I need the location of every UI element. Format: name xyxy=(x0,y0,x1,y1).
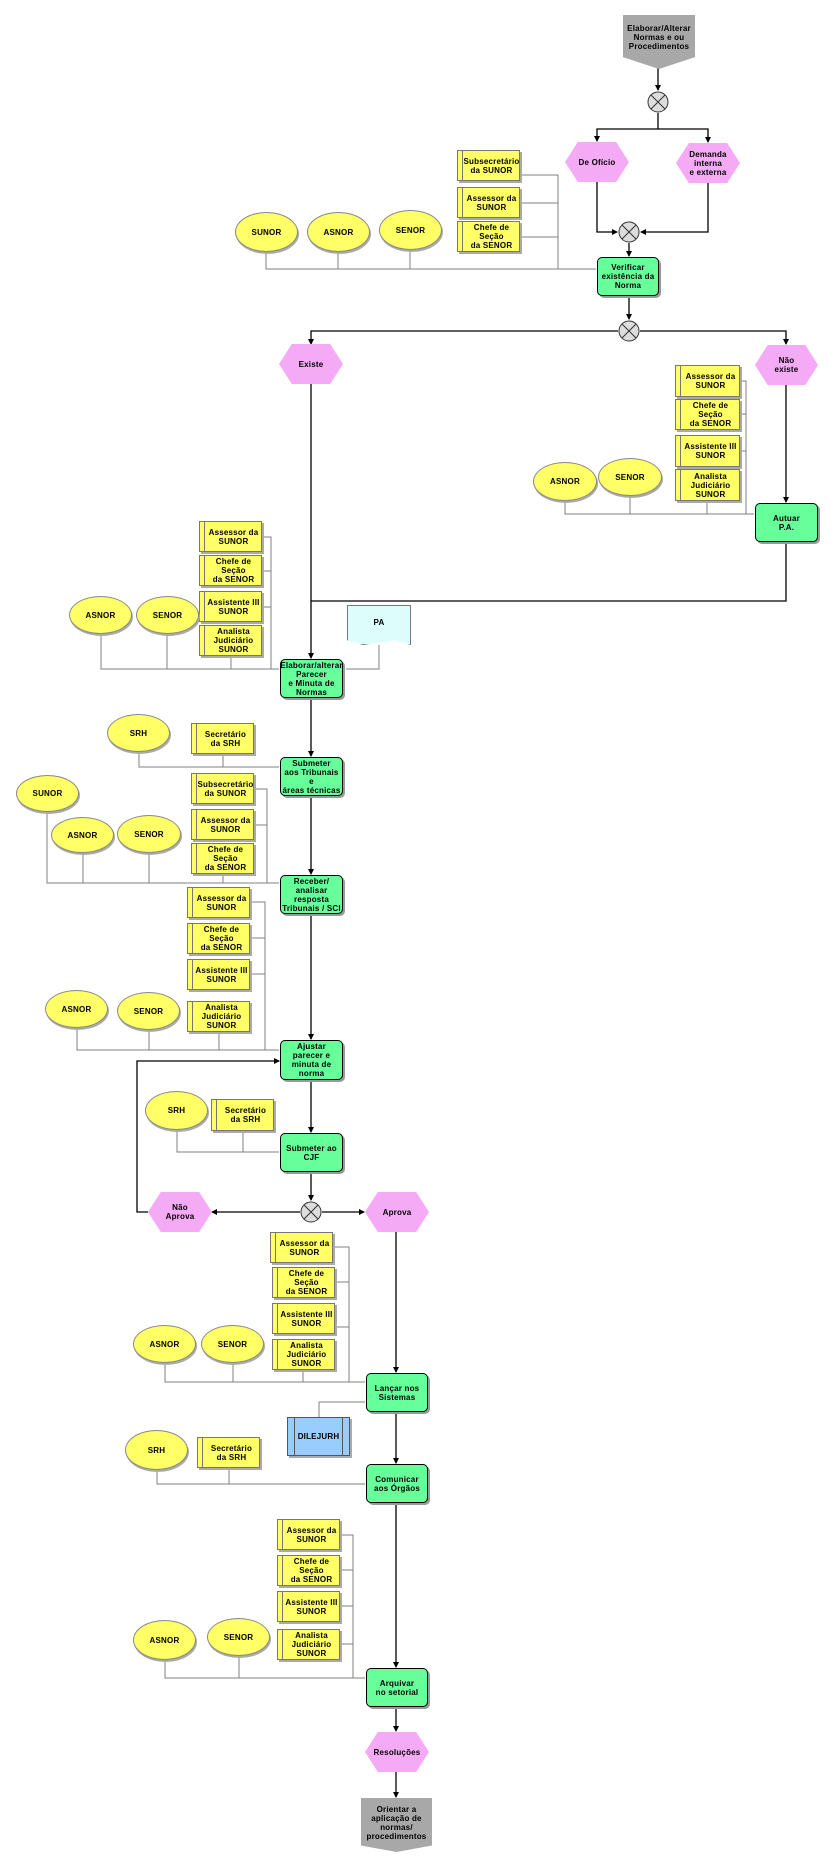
role-assessor-sunor[interactable]: Assessor da SUNOR xyxy=(199,521,262,552)
role-assessor-sunor[interactable]: Assessor da SUNOR xyxy=(187,887,250,918)
org-senor[interactable]: SENOR xyxy=(201,1325,264,1363)
event-aprova[interactable]: Aprova xyxy=(365,1192,429,1232)
role-chefe-senor[interactable]: Chefe de Seção da SENOR xyxy=(457,221,520,252)
start-event[interactable]: Elaborar/Alterar Normas e ou Procediment… xyxy=(623,15,695,69)
org-srh[interactable]: SRH xyxy=(125,1430,188,1470)
role-analista-sunor[interactable]: Analista Judiciário SUNOR xyxy=(675,469,740,501)
event-nao-aprova[interactable]: Não Aprova xyxy=(148,1192,212,1232)
role-chefe-senor[interactable]: Chefe de Seção da SENOR xyxy=(191,843,254,874)
end-event[interactable]: Orientar a aplicação de normas/ procedim… xyxy=(361,1798,432,1852)
role-analista-sunor[interactable]: Analista Judiciário SUNOR xyxy=(187,1001,250,1032)
org-link-lines xyxy=(46,174,754,1679)
org-asnor[interactable]: ASNOR xyxy=(533,462,597,501)
org-asnor[interactable]: ASNOR xyxy=(307,212,370,252)
system-dilejurh[interactable]: DILEJURH xyxy=(287,1417,350,1456)
role-assistente-sunor[interactable]: Assistente III SUNOR xyxy=(272,1303,335,1334)
org-asnor[interactable]: ASNOR xyxy=(51,817,114,853)
function-ajustar-parecer[interactable]: Ajustar parecer e minuta de norma xyxy=(280,1040,343,1080)
role-assistente-sunor[interactable]: Assistente III SUNOR xyxy=(199,591,262,622)
role-assistente-sunor[interactable]: Assistente III SUNOR xyxy=(277,1591,340,1622)
function-verificar-existencia[interactable]: Verificar existência da Norma xyxy=(597,257,659,296)
event-demanda-interna-externa[interactable]: Demanda interna e externa xyxy=(676,143,740,183)
xor-connector-icon xyxy=(618,320,640,342)
role-subsecretario-sunor[interactable]: Subsecretário da SUNOR xyxy=(457,150,520,181)
org-srh[interactable]: SRH xyxy=(145,1091,208,1130)
role-assistente-sunor[interactable]: Assistente III SUNOR xyxy=(187,959,250,990)
document-pa[interactable]: PA xyxy=(347,605,411,645)
org-sunor[interactable]: SUNOR xyxy=(16,775,79,812)
function-autuar-pa[interactable]: Autuar P.A. xyxy=(755,503,818,542)
function-comunicar-orgaos[interactable]: Comunicar aos Órgãos xyxy=(366,1464,428,1503)
org-senor[interactable]: SENOR xyxy=(379,210,442,250)
xor-connector-icon xyxy=(618,221,640,243)
event-nao-existe[interactable]: Não existe xyxy=(755,345,818,385)
role-assessor-sunor[interactable]: Assessor da SUNOR xyxy=(270,1232,333,1263)
event-resolucoes[interactable]: Resoluções xyxy=(365,1732,429,1772)
org-asnor[interactable]: ASNOR xyxy=(45,990,108,1028)
role-chefe-senor[interactable]: Chefe de Seção da SENOR xyxy=(187,923,250,954)
role-secretario-srh[interactable]: Secretário da SRH xyxy=(191,723,254,754)
org-senor[interactable]: SENOR xyxy=(117,992,180,1030)
function-lancar-sistemas[interactable]: Lançar nos Sistemas xyxy=(366,1373,428,1412)
role-assessor-sunor[interactable]: Assessor da SUNOR xyxy=(277,1519,340,1550)
function-submeter-tribunais[interactable]: Submeter aos Tribunais e áreas técnicas xyxy=(280,757,343,796)
role-analista-sunor[interactable]: Analista Judiciário SUNOR xyxy=(277,1629,340,1660)
org-senor[interactable]: SENOR xyxy=(117,815,181,853)
org-asnor[interactable]: ASNOR xyxy=(69,596,132,634)
org-srh[interactable]: SRH xyxy=(107,714,170,752)
org-senor[interactable]: SENOR xyxy=(598,458,662,496)
role-analista-sunor[interactable]: Analista Judiciário SUNOR xyxy=(199,625,262,656)
role-chefe-senor[interactable]: Chefe de Seção da SENOR xyxy=(272,1267,335,1298)
role-assessor-sunor[interactable]: Assessor da SUNOR xyxy=(457,187,520,218)
role-analista-sunor[interactable]: Analista Judiciário SUNOR xyxy=(272,1339,335,1370)
org-sunor[interactable]: SUNOR xyxy=(235,212,298,252)
role-assessor-sunor[interactable]: Assessor da SUNOR xyxy=(191,809,254,840)
role-chefe-senor[interactable]: Chefe de Seção da SENOR xyxy=(675,399,740,430)
control-flow-lines xyxy=(136,68,789,1798)
role-subsecretario-sunor[interactable]: Subsecretário da SUNOR xyxy=(191,773,254,804)
function-elaborar-parecer[interactable]: Elaborar/alterar Parecer e Minuta de Nor… xyxy=(280,659,343,698)
event-existe[interactable]: Existe xyxy=(279,344,343,384)
org-asnor[interactable]: ASNOR xyxy=(133,1325,196,1363)
org-senor[interactable]: SENOR xyxy=(136,596,199,634)
role-secretario-srh[interactable]: Secretário da SRH xyxy=(197,1437,260,1468)
org-asnor[interactable]: ASNOR xyxy=(133,1620,196,1660)
event-de-oficio[interactable]: De Ofício xyxy=(565,142,629,182)
role-chefe-senor[interactable]: Chefe de Seção da SENOR xyxy=(277,1555,340,1586)
function-receber-analisar[interactable]: Receber/ analisar resposta Tribunais / S… xyxy=(280,875,343,914)
xor-connector-icon xyxy=(647,91,669,113)
function-arquivar[interactable]: Arquivar no setorial xyxy=(366,1668,428,1707)
role-secretario-srh[interactable]: Secretário da SRH xyxy=(211,1099,274,1131)
role-assistente-sunor[interactable]: Assistente III SUNOR xyxy=(675,435,740,467)
function-submeter-cjf[interactable]: Submeter ao CJF xyxy=(280,1133,343,1172)
xor-connector-icon xyxy=(300,1201,322,1223)
org-senor[interactable]: SENOR xyxy=(207,1618,270,1656)
role-assessor-sunor[interactable]: Assessor da SUNOR xyxy=(675,365,740,397)
role-chefe-senor[interactable]: Chefe de Seção da SENOR xyxy=(199,555,262,586)
